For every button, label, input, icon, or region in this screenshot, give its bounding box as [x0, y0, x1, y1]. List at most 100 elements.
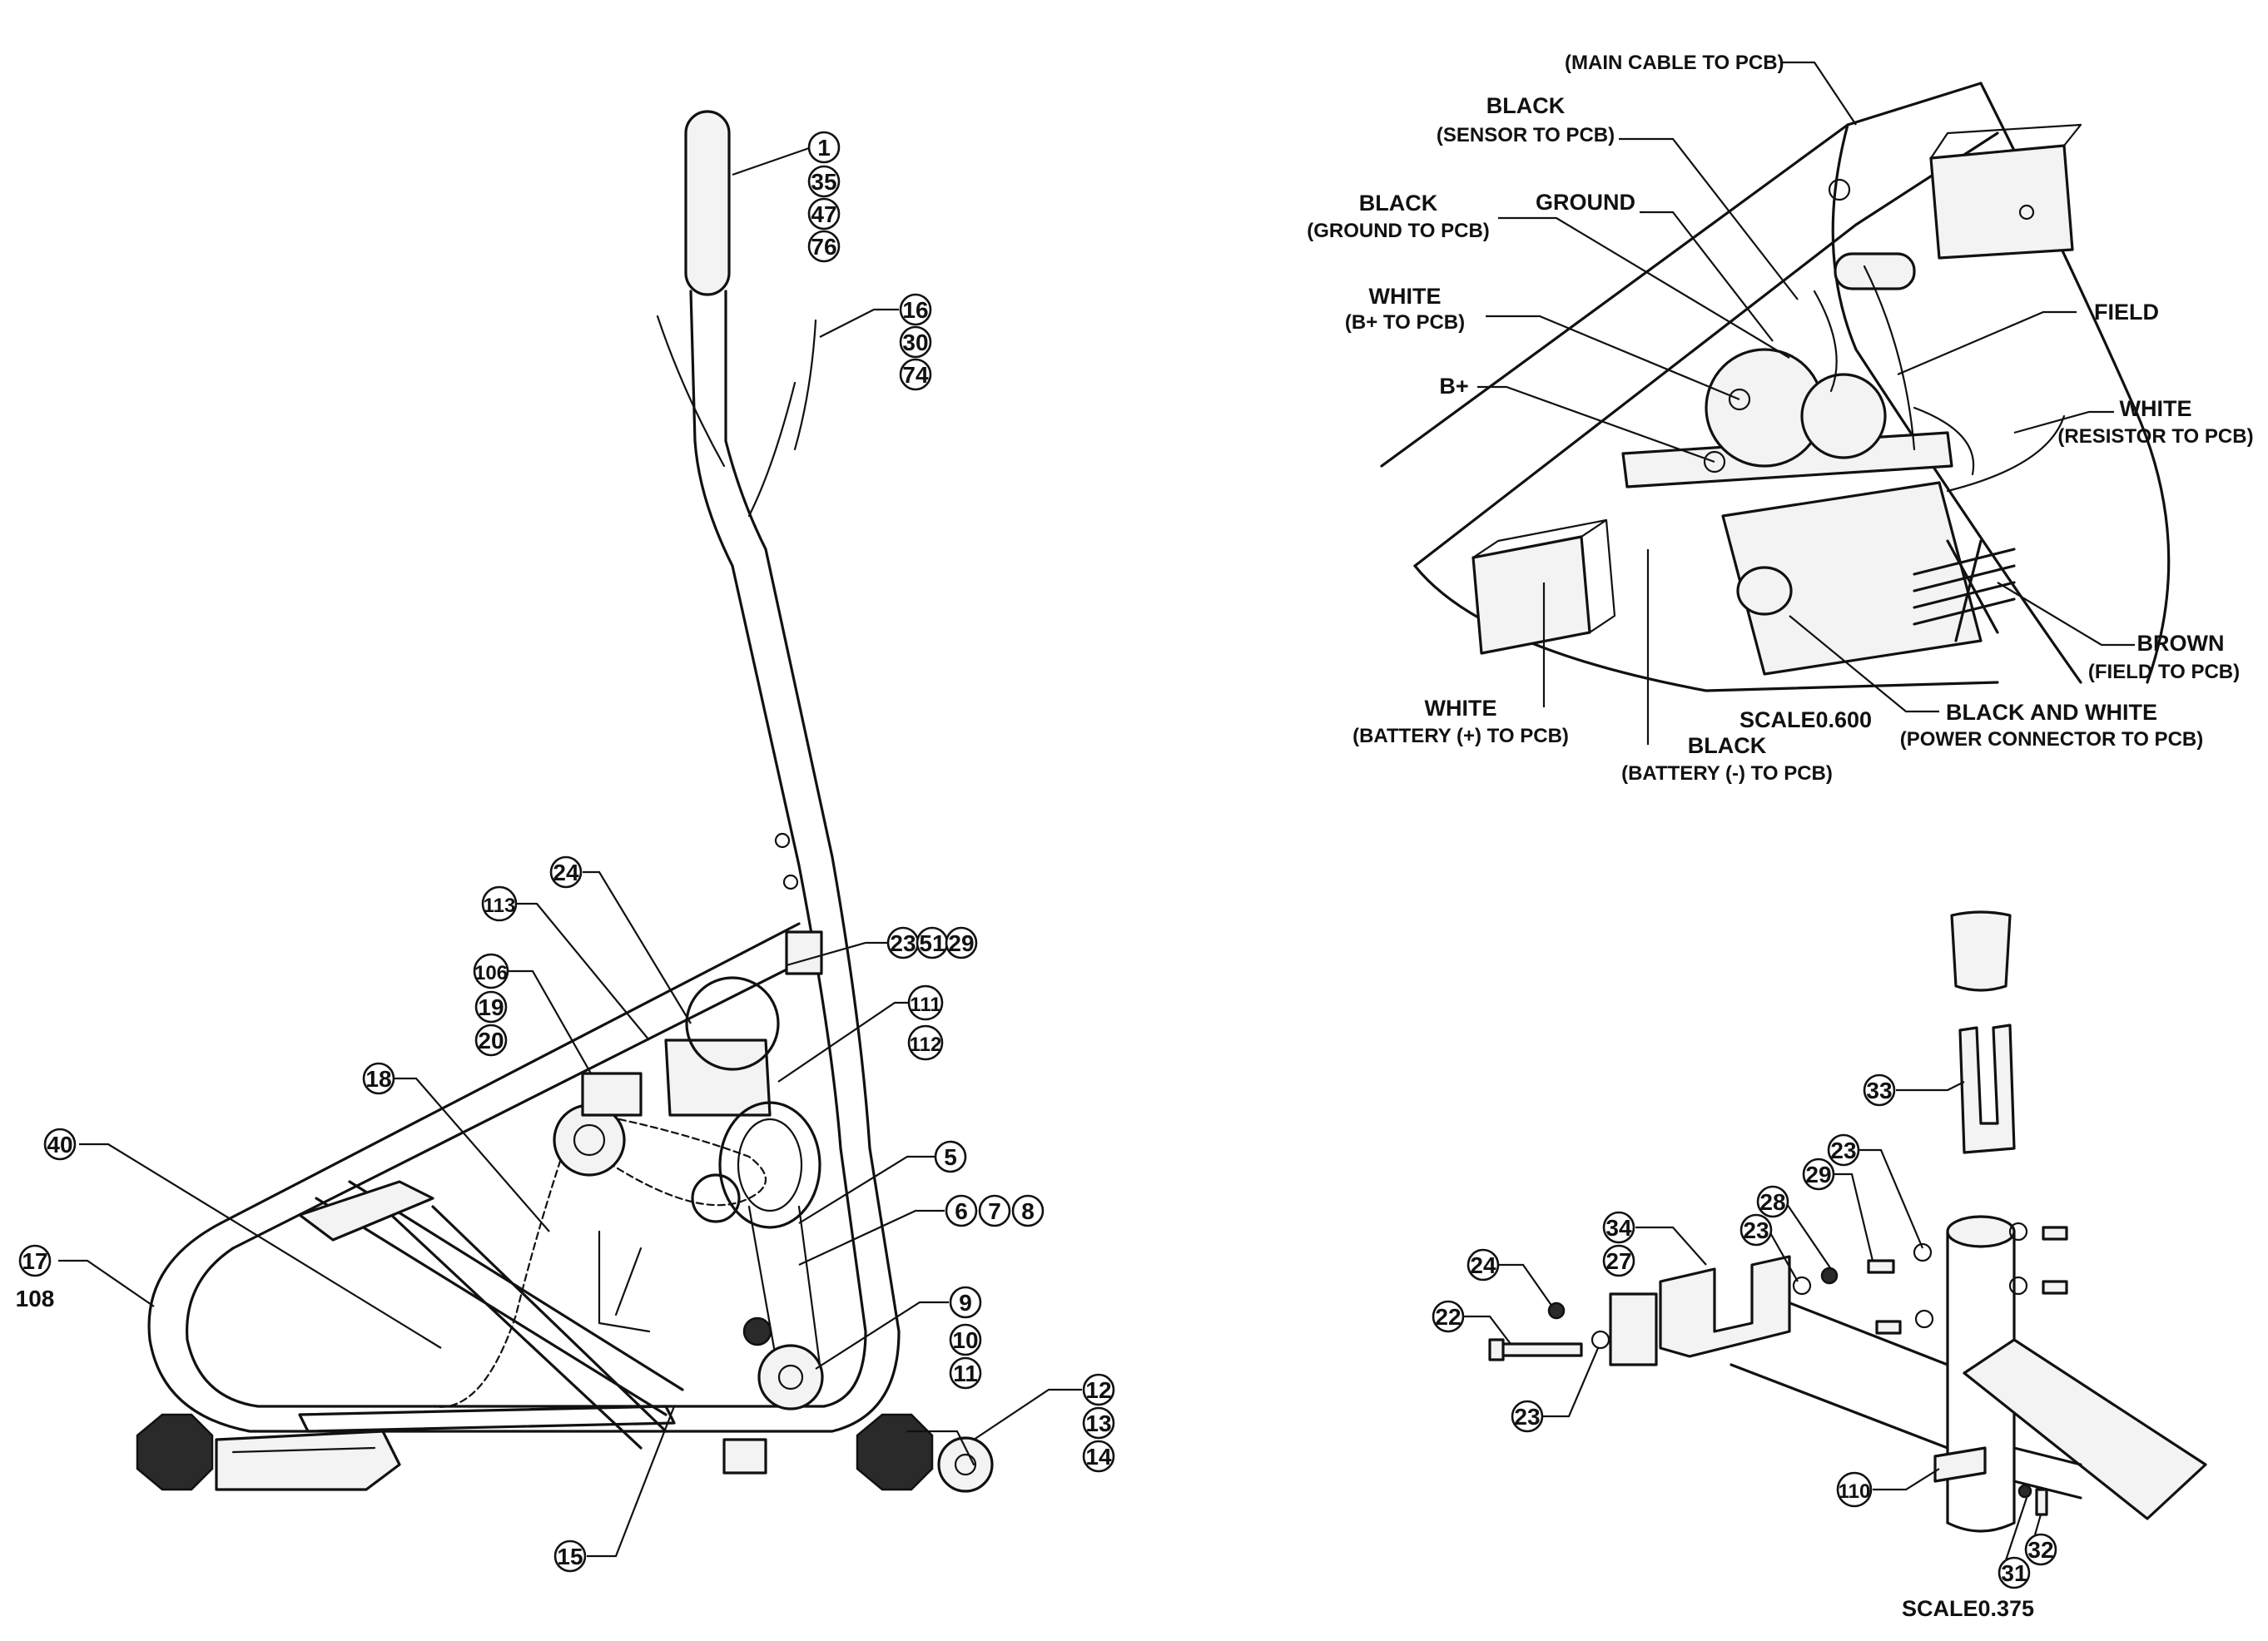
terminal-1 [1728, 388, 1751, 411]
leader-111 [777, 1001, 920, 1083]
leader-field [1897, 310, 2077, 376]
main-assembly-drawing [136, 110, 994, 1493]
svg-text:6: 6 [955, 1198, 968, 1224]
callout-1: 1 [807, 131, 841, 164]
leader-40 [79, 1143, 442, 1349]
svg-text:13: 13 [1085, 1410, 1111, 1436]
channel-bracket [1659, 1255, 1791, 1358]
washer-upper-right [2008, 1222, 2028, 1242]
svg-text:51: 51 [919, 930, 945, 956]
callout-31: 31 [1998, 1556, 2031, 1589]
pedal-arm [298, 1405, 676, 1433]
resistor-fins [1913, 539, 2016, 642]
callout-battery-minus-sub: (BATTERY (-) TO PCB) [1621, 762, 1833, 785]
callout-34: 34 [1602, 1211, 1635, 1244]
pedal-tread [231, 1446, 376, 1454]
callout-18: 18 [362, 1062, 395, 1095]
upright-post [693, 439, 871, 1150]
leader-brown [1997, 582, 2135, 647]
callout-32: 32 [2024, 1533, 2057, 1566]
svg-text:18: 18 [365, 1066, 391, 1092]
washer-23-right [1913, 1242, 1933, 1262]
front-wheel [937, 1436, 994, 1493]
svg-text:27: 27 [1605, 1248, 1631, 1274]
main-leaders [58, 146, 1082, 1558]
callout-47: 47 [807, 197, 841, 231]
callout-16: 16 [899, 293, 932, 326]
bolt-32 [2035, 1488, 2048, 1516]
callout-30: 30 [899, 325, 932, 359]
callout-main-cable-sub: (MAIN CABLE TO PCB) [1565, 52, 1784, 74]
svg-text:12: 12 [1085, 1377, 1111, 1403]
front-wheel-hub [954, 1453, 977, 1476]
callout-11: 11 [949, 1356, 982, 1390]
callout-33: 33 [1863, 1073, 1896, 1107]
leader-9 [815, 1301, 949, 1370]
svg-text:23: 23 [1830, 1138, 1856, 1163]
callout-battery-plus-title: WHITE [1425, 696, 1497, 721]
leader-23-left [1542, 1347, 1600, 1418]
svg-text:9: 9 [959, 1290, 972, 1316]
flywheel [718, 1101, 821, 1229]
lower-pulley-hub [777, 1364, 804, 1391]
callout-110: 110 [1836, 1471, 1873, 1508]
nut-31 [2017, 1484, 2032, 1499]
wiring-battery [1471, 535, 1591, 655]
pcb-plate [1721, 481, 1983, 676]
callout-resistor-title: WHITE [2120, 396, 2192, 421]
sensor-cylinder [1834, 252, 1916, 290]
base-bracket [722, 1438, 767, 1475]
callout-brown-title: BROWN [2137, 631, 2225, 656]
hardware-detail-drawing [1488, 910, 2207, 1533]
callout-sensor-sub: (SENSOR TO PCB) [1437, 124, 1615, 146]
svg-text:33: 33 [1866, 1078, 1892, 1103]
upper-housing-hole [2018, 204, 2035, 221]
wiring-drawing [1380, 82, 2171, 692]
callout-27: 27 [1602, 1244, 1635, 1277]
callout-ground-pcb-sub: (GROUND TO PCB) [1307, 220, 1490, 242]
drive-chain [431, 1113, 767, 1408]
control-box [664, 1039, 772, 1117]
callout-ground-pcb-title: BLACK [1359, 191, 1438, 216]
leader-23-mid [1768, 1229, 1799, 1282]
detail-scale-label: SCALE0.375 [1902, 1596, 2034, 1621]
callout-b-plus-title: B+ [1439, 374, 1468, 399]
callout-17: 17 [18, 1244, 52, 1277]
callout-10: 10 [949, 1323, 982, 1356]
long-bolt [1496, 1342, 1583, 1357]
leader-ground [1640, 211, 1774, 342]
callout-106: 106 [473, 953, 509, 989]
bearing [742, 1316, 772, 1346]
callout-5: 5 [934, 1140, 967, 1173]
svg-text:23: 23 [1514, 1404, 1540, 1430]
leader-16 [819, 308, 899, 338]
leader-28 [1784, 1201, 1832, 1270]
handlebar-grip [684, 110, 731, 296]
callout-resistor-sub: (RESISTOR TO PCB) [2057, 425, 2253, 448]
battery-box [581, 1072, 643, 1117]
callout-112: 112 [907, 1024, 944, 1061]
upright-hole-2 [782, 874, 799, 890]
leader-1 [732, 146, 812, 176]
callout-brown-sub: (FIELD TO PCB) [2088, 661, 2240, 683]
upright-hole-1 [774, 832, 791, 849]
capacitor [1736, 566, 1793, 616]
inner-rails [315, 1180, 684, 1450]
flywheel-inner [737, 1118, 803, 1212]
frame-loop [147, 1147, 901, 1433]
callout-battery-plus-sub: (BATTERY (+) TO PCB) [1352, 725, 1569, 747]
wiring-callouts: (MAIN CABLE TO PCB) BLACK (SENSOR TO PCB… [1307, 52, 2253, 785]
label-108: 108 [16, 1286, 55, 1311]
svg-text:29: 29 [948, 930, 974, 956]
upper-pedal-block [298, 1180, 434, 1242]
svg-text:16: 16 [902, 297, 928, 323]
leader-main-cable [1781, 61, 1857, 126]
callout-15: 15 [553, 1539, 587, 1573]
wiring-motor-end [1800, 373, 1887, 459]
callout-12: 12 [1082, 1373, 1115, 1406]
leader-24 [583, 870, 692, 1024]
rear-foot-left [136, 1413, 214, 1491]
leader-b-plus-pcb [1486, 315, 1740, 401]
callout-51: 51 [916, 926, 949, 959]
callout-field-title: FIELD [2094, 300, 2159, 325]
